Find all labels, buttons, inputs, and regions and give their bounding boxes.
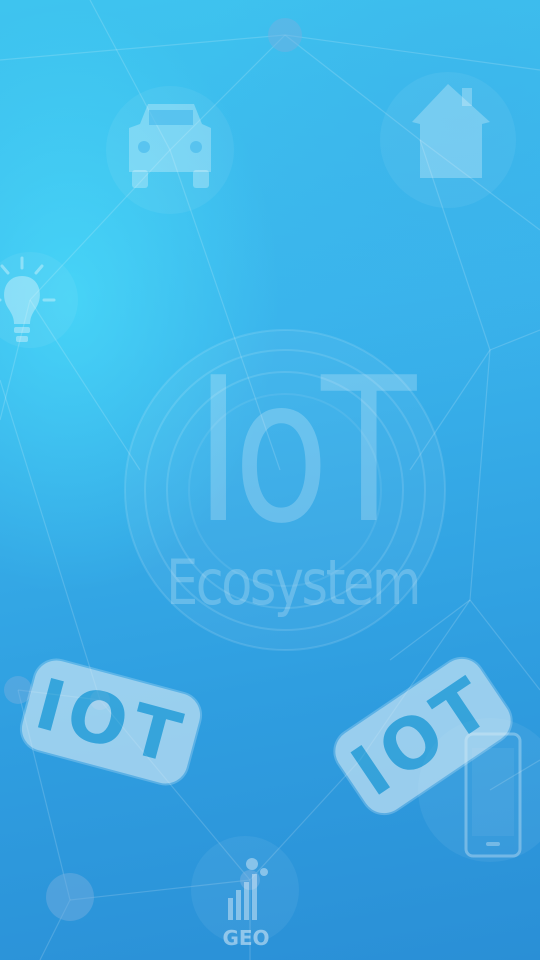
lightbulb-icon — [0, 256, 56, 342]
center-glow — [125, 330, 445, 650]
geo-label: GEO — [222, 926, 270, 950]
house-icon — [412, 84, 490, 178]
icon-bubbles — [0, 72, 540, 944]
center-rings — [124, 329, 446, 651]
smartphone-icon — [464, 732, 522, 858]
car-icon — [129, 104, 211, 188]
iot-subtitle: Ecosystem — [166, 546, 421, 619]
iot-title: IoT — [195, 335, 416, 568]
geo-chart-icon — [228, 858, 268, 920]
